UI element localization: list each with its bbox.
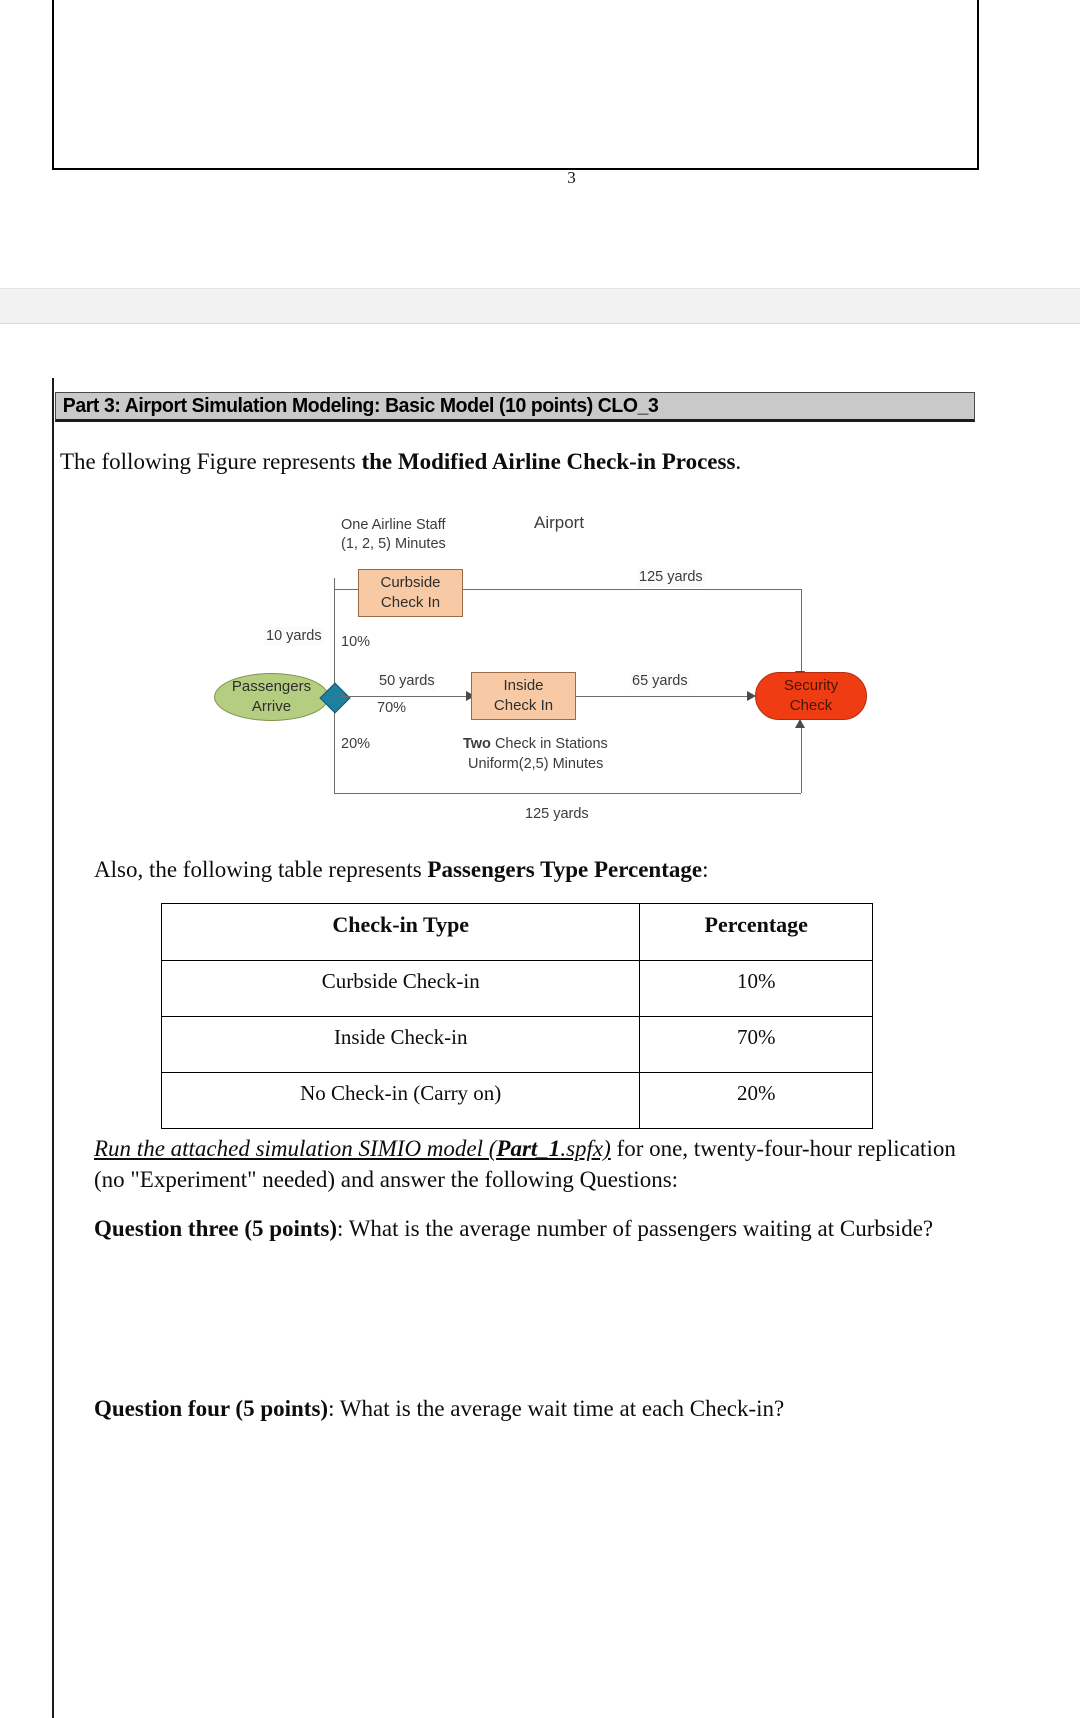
- figure-intro-bold: the Modified Airline Check-in Process: [361, 449, 736, 474]
- edge-decide-to-inside: [340, 696, 468, 697]
- edge-curbside-down-to-security: [801, 589, 802, 674]
- edge-to-curbside-horizontal: [334, 589, 360, 590]
- airport-frame-bottom: [334, 793, 801, 794]
- question-three-label: Question three (5 points): [94, 1216, 337, 1241]
- node-curbside-line1: Curbside: [380, 574, 441, 591]
- node-inside-check-in: Inside Check In: [471, 672, 576, 720]
- arrow-into-inside-icon: [466, 691, 475, 701]
- run-em-bold: Part_1: [496, 1136, 561, 1161]
- question-three: Question three (5 points): What is the a…: [94, 1213, 984, 1244]
- run-instructions-paragraph: Run the attached simulation SIMIO model …: [94, 1133, 979, 1195]
- cell-percentage: 20%: [639, 1072, 873, 1129]
- table-row: Inside Check-in 70%: [160, 1016, 873, 1073]
- node-security-line1: Security: [783, 677, 839, 694]
- run-em-prefix: Run the attached simulation SIMIO model …: [94, 1136, 497, 1161]
- table-row: No Check-in (Carry on) 20%: [160, 1072, 873, 1129]
- cell-check-in-type: Curbside Check-in: [160, 960, 641, 1017]
- node-security-check: Security Check: [755, 672, 867, 720]
- arrow-into-security-left-icon: [747, 691, 756, 701]
- edge-bottom-up-to-security: [801, 727, 802, 793]
- airline-checkin-flowchart: Airport One Airline Staff (1, 2, 5) Minu…: [200, 505, 890, 835]
- figure-intro-suffix: .: [735, 449, 742, 474]
- table-header-row: Check-in Type Percentage: [160, 903, 873, 961]
- stations-note-line1: Two Check in Stations: [463, 735, 608, 754]
- edge-label-curbside-to-security: 125 yards: [637, 568, 705, 587]
- edge-label-inside-to-security: 65 yards: [630, 672, 690, 691]
- arrow-into-security-bottom-icon: [795, 719, 805, 728]
- edge-label-curbside-pct: 10%: [341, 634, 371, 650]
- edge-label-inside-distance: 50 yards: [377, 672, 437, 691]
- question-four-label: Question four (5 points): [94, 1396, 329, 1421]
- node-security-line2: Check: [789, 697, 833, 714]
- stations-note-line2: Uniform(2,5) Minutes: [468, 756, 604, 772]
- cell-check-in-type: Inside Check-in: [160, 1016, 641, 1073]
- staff-note-line2: (1, 2, 5) Minutes: [341, 536, 446, 552]
- node-curbside-line2: Check In: [380, 594, 441, 611]
- column-header-check-in-type: Check-in Type: [160, 903, 641, 961]
- node-source-line2: Arrive: [251, 698, 292, 715]
- section-title: Part 3: Airport Simulation Modeling: Bas…: [62, 394, 659, 417]
- node-passengers-arrive: Passengers Arrive: [214, 673, 329, 721]
- run-em-mid: .spfx): [560, 1136, 611, 1161]
- table-intro-text: Also, the following table represents Pas…: [94, 855, 708, 885]
- stations-note-rest: Check in Stations: [490, 736, 608, 752]
- node-inside-line2: Check In: [493, 697, 554, 714]
- run-instructions-rest: for one, twenty-four-hour replication (n…: [94, 1136, 956, 1192]
- table-intro-suffix: :: [702, 857, 709, 882]
- table-intro-bold: Passengers Type Percentage: [427, 857, 703, 882]
- question-four-text: : What is the average wait time at each …: [328, 1396, 785, 1421]
- node-curbside-check-in: Curbside Check In: [358, 569, 463, 617]
- page-number: 3: [567, 168, 576, 187]
- question-four: Question four (5 points): What is the av…: [94, 1393, 984, 1424]
- previous-page-fragment: 3: [52, 0, 979, 187]
- question-three-text: : What is the average number of passenge…: [337, 1216, 934, 1241]
- edge-curbside-to-security: [463, 589, 801, 590]
- cell-check-in-type: No Check-in (Carry on): [160, 1072, 641, 1129]
- cell-percentage: 70%: [639, 1016, 873, 1073]
- column-header-percentage: Percentage: [639, 903, 873, 961]
- stations-note-bold: Two: [463, 736, 491, 752]
- edge-label-nocheckin-to-security: 125 yards: [525, 806, 589, 822]
- table-intro-prefix: Also, the following table represents: [94, 857, 428, 882]
- edge-label-arrive-distance: 10 yards: [264, 627, 324, 646]
- run-instructions-emphasis: Run the attached simulation SIMIO model …: [94, 1136, 611, 1161]
- edge-label-inside-pct: 70%: [377, 700, 407, 716]
- node-inside-line1: Inside: [503, 677, 544, 694]
- figure-intro-prefix: The following Figure represents: [60, 449, 362, 474]
- node-source-line1: Passengers: [231, 678, 312, 695]
- cell-percentage: 10%: [639, 960, 873, 1017]
- edge-inside-to-security: [576, 696, 749, 697]
- edge-label-nocheckin-pct: 20%: [341, 736, 371, 752]
- section-header-bar: Part 3: Airport Simulation Modeling: Bas…: [55, 392, 975, 422]
- passenger-type-percentage-table: Check-in Type Percentage Curbside Check-…: [160, 903, 873, 1129]
- page-separator-band: [0, 288, 1080, 324]
- table-row: Curbside Check-in 10%: [160, 960, 873, 1017]
- staff-note-line1: One Airline Staff: [341, 517, 446, 533]
- diagram-title: Airport: [534, 513, 585, 532]
- figure-intro-text: The following Figure represents the Modi…: [60, 447, 960, 477]
